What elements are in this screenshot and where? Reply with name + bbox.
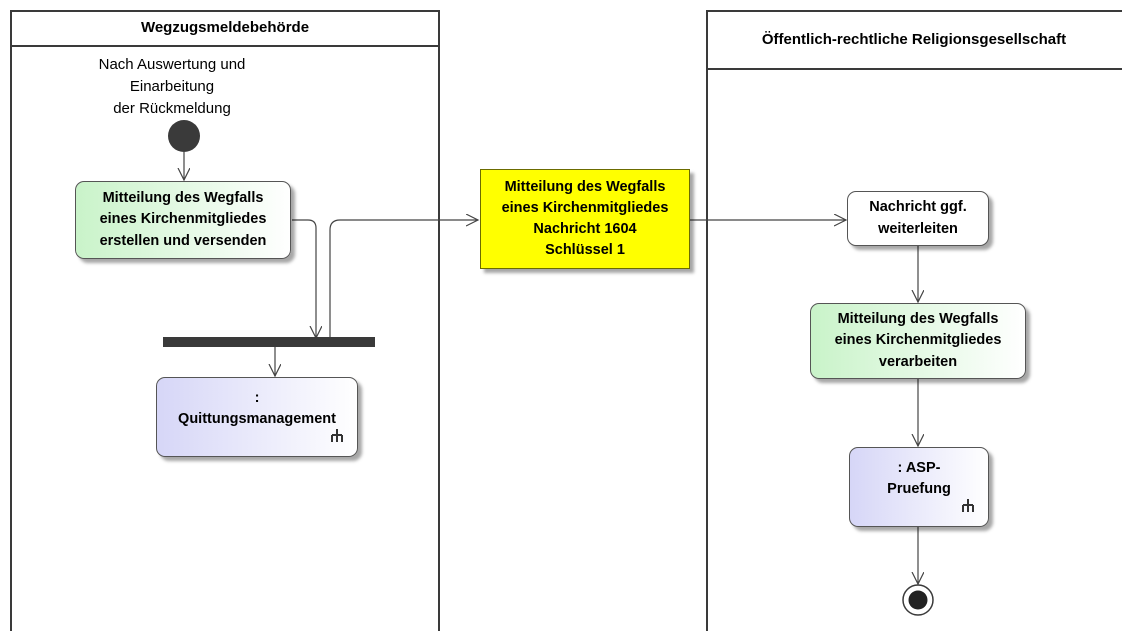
rake-icon bbox=[331, 429, 343, 442]
message-nachricht-1604[interactable]: Mitteilung des Wegfalls eines Kirchenmit… bbox=[480, 169, 690, 269]
lane-title-left: Wegzugsmeldebehörde bbox=[12, 12, 438, 47]
edge-create-fork bbox=[292, 219, 316, 338]
subactivity-quittung-label: : Quittungsmanagement bbox=[178, 390, 336, 428]
rake-icon bbox=[962, 499, 974, 512]
lane-wegzugsmeldebehoerde: Wegzugsmeldebehörde bbox=[10, 10, 440, 631]
lane-title-right: Öffentlich-rechtliche Religionsgesellsch… bbox=[708, 12, 1122, 70]
subactivity-quittungsmanagement[interactable]: : Quittungsmanagement bbox=[156, 377, 358, 457]
subactivity-asp-pruefung[interactable]: : ASP- Pruefung bbox=[849, 447, 989, 527]
subactivity-asp-label: : ASP- Pruefung bbox=[887, 460, 951, 498]
activity-create-send[interactable]: Mitteilung des Wegfalls eines Kirchenmit… bbox=[75, 181, 291, 259]
edge-fork-message bbox=[329, 220, 478, 338]
activity-process[interactable]: Mitteilung des Wegfalls eines Kirchenmit… bbox=[810, 303, 1026, 379]
start-note: Nach Auswertung und Einarbeitung der Rüc… bbox=[98, 56, 246, 117]
activity-forward[interactable]: Nachricht ggf. weiterleiten bbox=[847, 191, 989, 246]
fork-bar bbox=[163, 337, 375, 347]
initial-node-icon bbox=[168, 120, 200, 152]
lane-religionsgesellschaft: Öffentlich-rechtliche Religionsgesellsch… bbox=[706, 10, 1122, 631]
